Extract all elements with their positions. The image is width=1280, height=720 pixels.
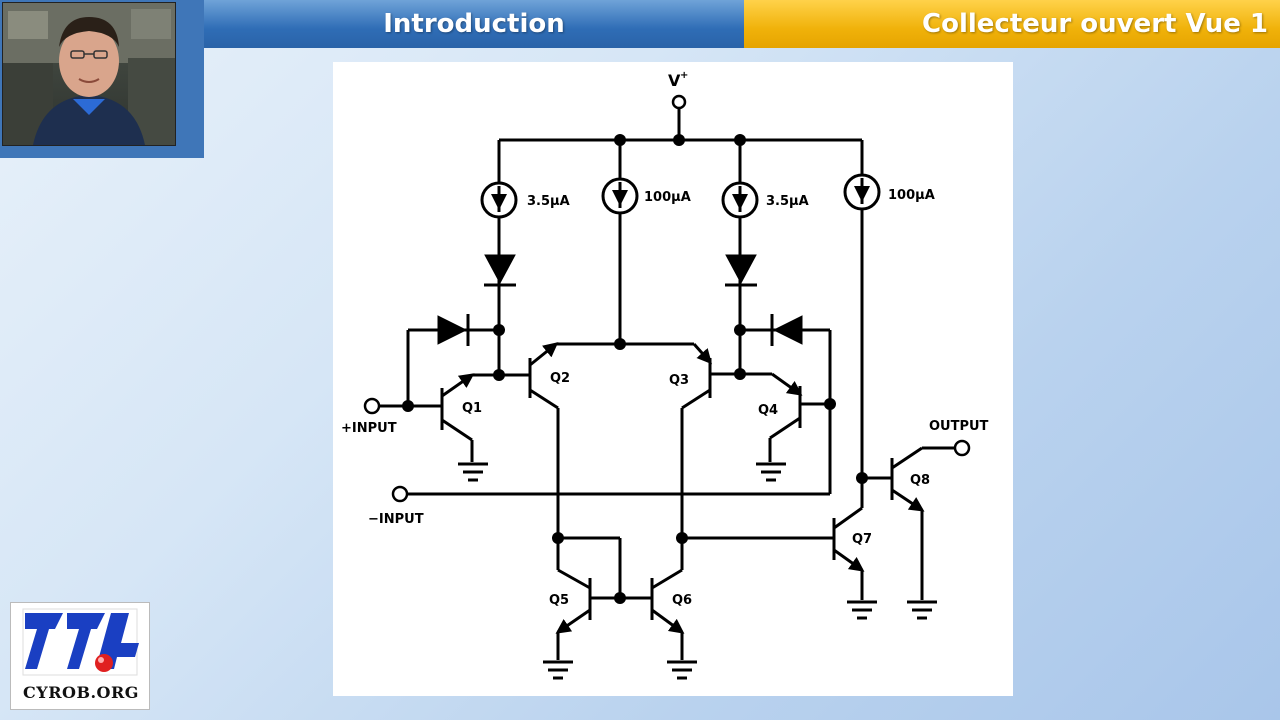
transistor-label-q1: Q1 <box>462 401 482 416</box>
section-title: Introduction <box>383 9 565 39</box>
output-terminal <box>953 439 971 457</box>
transistor-label-q4: Q4 <box>758 403 778 418</box>
presenter-video <box>2 2 176 146</box>
supply-sup: + <box>680 70 688 81</box>
terminals <box>363 94 971 503</box>
current-sources <box>480 173 881 219</box>
diodes <box>437 254 803 346</box>
current-source-3 <box>721 181 759 219</box>
presenter-image <box>3 3 175 145</box>
plus-input-terminal <box>363 397 381 415</box>
junction-dots <box>402 134 868 604</box>
circuit-schematic: V + 3.5μA 100μA 3.5μA 100μA Q1 Q2 Q3 Q4 … <box>333 62 1013 696</box>
ground-symbols <box>458 462 937 680</box>
source-label-2: 100μA <box>644 190 691 205</box>
transistor-label-q5: Q5 <box>549 593 569 608</box>
logo-text: CYROB.ORG <box>23 683 139 702</box>
current-source-2 <box>601 177 639 215</box>
webcam-overlay <box>0 0 204 158</box>
minus-input-terminal <box>391 485 409 503</box>
transistor-label-q7: Q7 <box>852 532 872 547</box>
slide-title-bar: Collecteur ouvert Vue 1 <box>744 0 1280 48</box>
supply-label: V <box>668 71 681 90</box>
current-source-1 <box>480 181 518 219</box>
slide-title: Collecteur ouvert Vue 1 <box>922 9 1268 39</box>
source-label-3: 3.5μA <box>766 194 809 209</box>
transistor-label-q6: Q6 <box>672 593 692 608</box>
logo-mark <box>22 608 139 676</box>
transistor-label-q8: Q8 <box>910 473 930 488</box>
current-source-4 <box>843 173 881 211</box>
transistor-label-q2: Q2 <box>550 371 570 386</box>
section-title-bar: Introduction <box>204 0 744 48</box>
transistor-label-q3: Q3 <box>669 373 689 388</box>
cyrob-logo: CYROB.ORG <box>10 602 150 710</box>
vplus-terminal <box>671 94 687 110</box>
source-label-1: 3.5μA <box>527 194 570 209</box>
plus-input-label: +INPUT <box>341 421 397 436</box>
output-label: OUTPUT <box>929 419 989 434</box>
source-label-4: 100μA <box>888 188 935 203</box>
minus-input-label: −INPUT <box>368 512 424 527</box>
schematic-svg: V + 3.5μA 100μA 3.5μA 100μA Q1 Q2 Q3 Q4 … <box>341 70 989 680</box>
